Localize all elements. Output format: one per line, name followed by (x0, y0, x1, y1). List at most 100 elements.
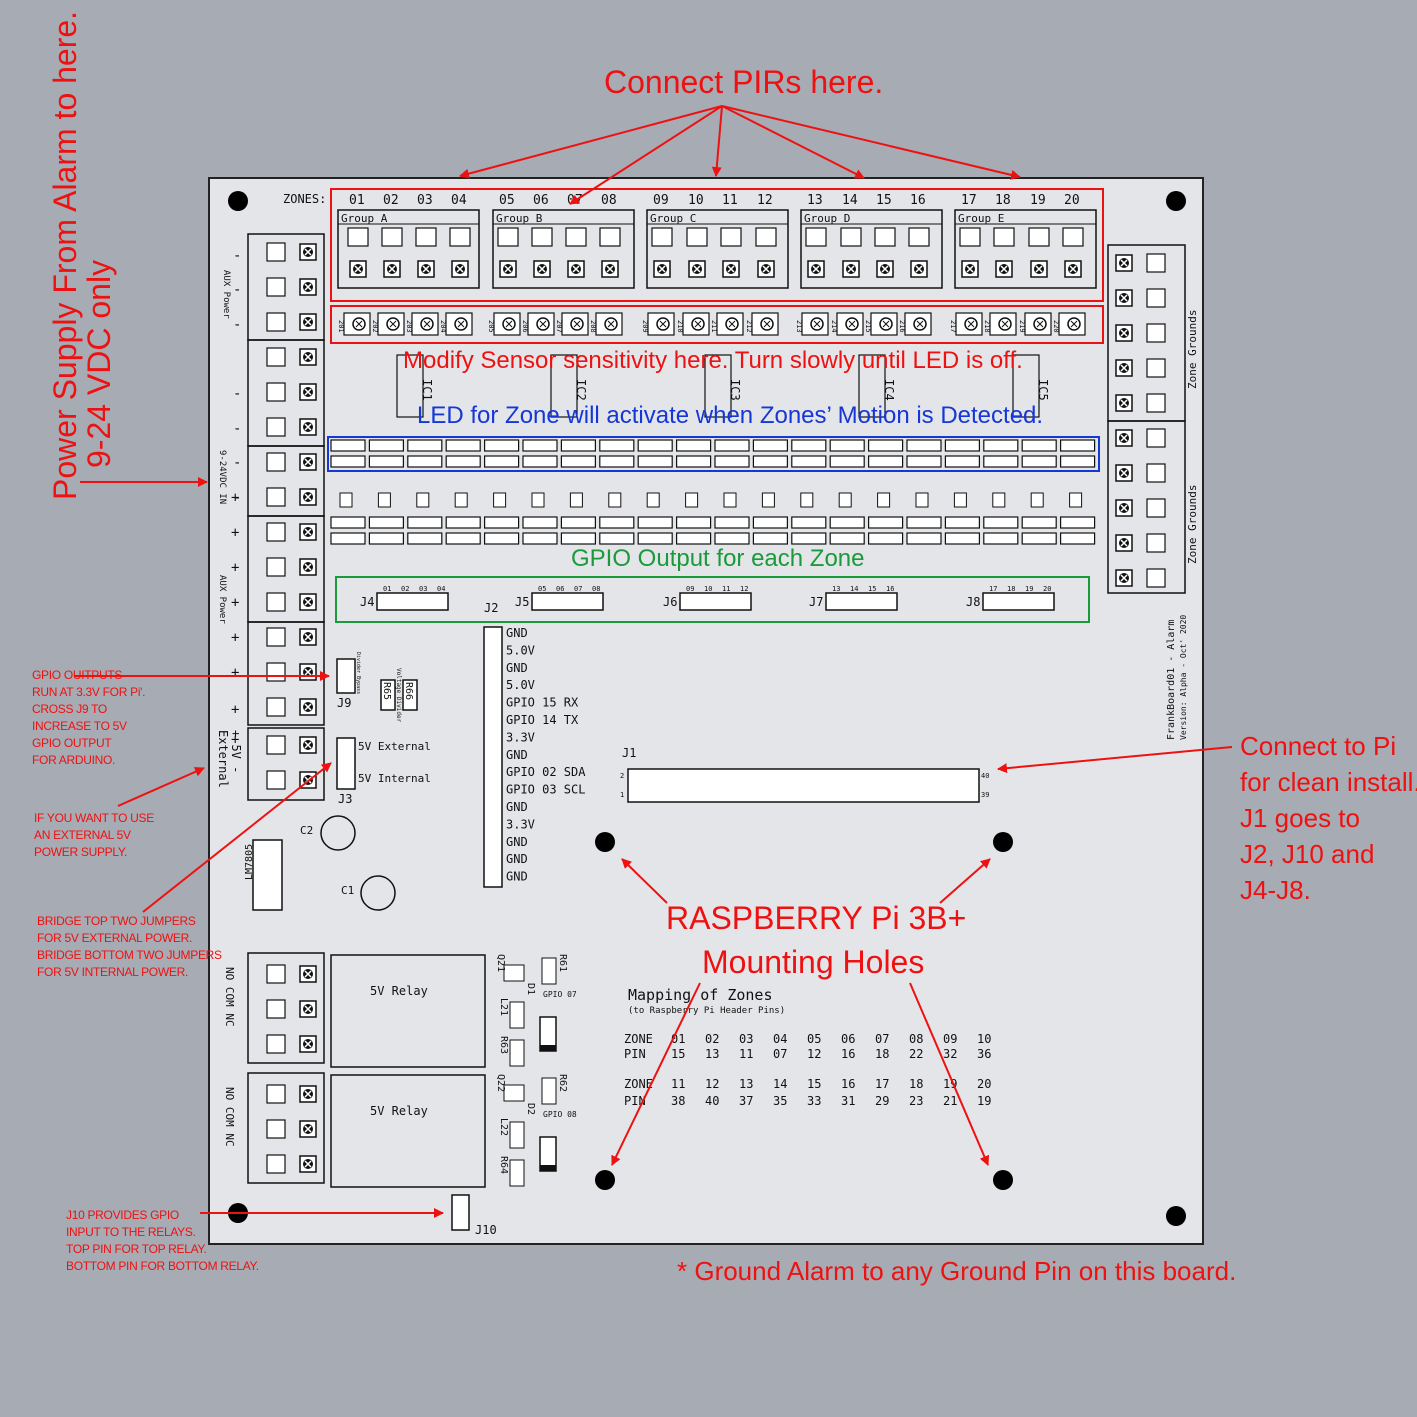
mapping-pin: 40 (705, 1094, 719, 1108)
mounting-hole (1166, 191, 1186, 211)
minus-sign: - (233, 421, 241, 437)
pot-knob-icon (998, 317, 1012, 331)
transistor (800, 492, 814, 508)
pad (266, 627, 286, 647)
pad (983, 455, 1019, 468)
mapping-zone: 14 (773, 1077, 787, 1091)
potentiometer (527, 312, 555, 336)
pad (867, 516, 904, 529)
pad (266, 999, 286, 1019)
pot-cross (457, 320, 465, 328)
potentiometer (904, 312, 932, 336)
zone-number: 19 (1030, 193, 1046, 208)
pad (637, 532, 673, 545)
pad (330, 516, 366, 529)
connect-pi-line: J4-J8. (1240, 875, 1311, 905)
minus-sign: - (233, 455, 241, 471)
j9-jumper (336, 658, 356, 694)
pad (368, 532, 404, 545)
mapping-pin: 15 (671, 1047, 685, 1061)
pad (840, 227, 862, 247)
screw-cross (538, 265, 546, 273)
pad (752, 532, 789, 545)
q-label: Q22 (495, 1074, 506, 1092)
pad (829, 532, 865, 545)
j1-label: J1 (622, 746, 636, 760)
pot-knob-icon (845, 317, 859, 331)
regulator-label: LM7805 (244, 844, 255, 880)
pad (266, 487, 286, 507)
potentiometer (682, 312, 710, 336)
zone-number: 18 (995, 193, 1011, 208)
mapping-zone: 11 (671, 1077, 685, 1091)
aux-power-label: AUX Power (217, 575, 227, 624)
pot-knob-icon (604, 317, 618, 331)
transistor (1030, 492, 1044, 508)
note-line: CROSS J9 TO (32, 702, 107, 716)
j2-pin-label: GND (506, 661, 528, 675)
pad (565, 227, 587, 247)
pot-cross (659, 320, 667, 328)
gpio-pin-number: 14 (850, 585, 858, 593)
j9-label: J9 (337, 696, 351, 710)
j1-header (627, 768, 980, 803)
pot-label: 214 (830, 320, 838, 333)
pad (484, 516, 520, 529)
connect-pi-line: J1 goes to (1240, 803, 1360, 833)
pot-cross (763, 320, 771, 328)
transistor (915, 492, 929, 508)
pad (266, 1034, 286, 1054)
pad (266, 522, 286, 542)
power-supply-line2: 9-24 VDC only (81, 259, 117, 468)
group-label: Group C (650, 212, 696, 225)
pad (829, 455, 865, 468)
l-label: L22 (498, 1118, 509, 1136)
pot-knob-icon (1067, 317, 1081, 331)
pad (1059, 439, 1096, 452)
plus-sign: + (231, 630, 239, 646)
annotation-arrow (117, 767, 205, 807)
note-line: RUN AT 3.3V FOR Pi'. (32, 685, 146, 699)
pad (497, 227, 519, 247)
screw-cross (354, 265, 362, 273)
screw-cross (1120, 329, 1128, 337)
pad (266, 1119, 286, 1139)
pad (1146, 568, 1166, 588)
j2-pin-label: GND (506, 835, 528, 849)
potentiometer (1024, 312, 1052, 336)
gpio-output-note: GPIO Output for each Zone (571, 545, 865, 572)
pad (675, 439, 712, 452)
mapping-zone: 07 (875, 1032, 889, 1046)
pot-cross (694, 320, 702, 328)
pad (1146, 358, 1166, 378)
aux-power-label: AUX Power (221, 270, 231, 319)
potentiometer (1058, 312, 1086, 336)
transistor (838, 492, 852, 508)
zone-number: 11 (722, 193, 738, 208)
pot-label: 201 (337, 320, 345, 333)
pad (675, 516, 712, 529)
pad (944, 532, 981, 545)
annotation-arrow (611, 982, 701, 1166)
pot-knob-icon (386, 317, 400, 331)
polarity-label: + 5V - (229, 730, 243, 773)
note-line: BRIDGE BOTTOM TWO JUMPERS (37, 948, 222, 962)
r-label: R61 (557, 954, 568, 972)
connect-pi-note: Connect to Pi for clean install. J1 goes… (1240, 728, 1417, 908)
plus-sign: + (231, 490, 239, 506)
mapping-pin: 37 (739, 1094, 753, 1108)
pad (266, 735, 286, 755)
zone-number: 02 (383, 193, 399, 208)
pad (993, 227, 1015, 247)
pir-box (330, 188, 1104, 302)
potentiometer (716, 312, 744, 336)
ic-chip (858, 354, 886, 418)
gpio-header (982, 592, 1055, 611)
pot-label: 212 (745, 320, 753, 333)
pad (1021, 532, 1057, 545)
pad (407, 516, 443, 529)
plus-sign: + (231, 702, 239, 718)
mapping-zone: 16 (841, 1077, 855, 1091)
screw-cross (847, 265, 855, 273)
j10-label: J10 (475, 1223, 497, 1237)
